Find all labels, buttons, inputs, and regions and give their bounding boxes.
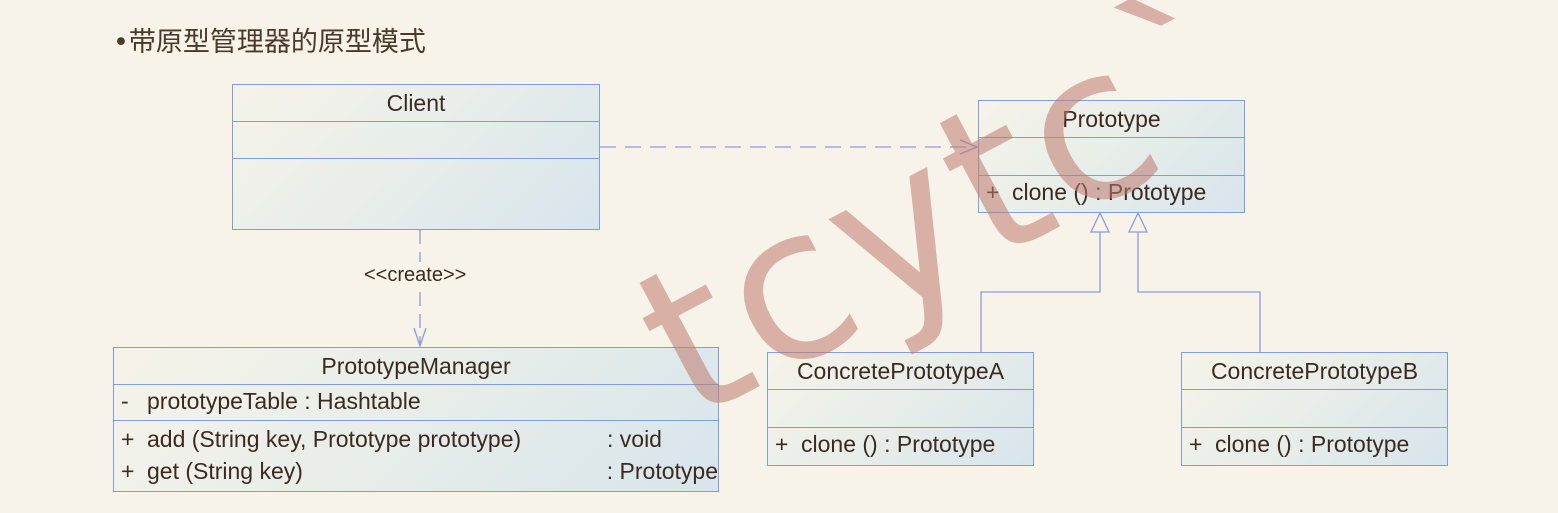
create-arrowhead <box>413 327 427 349</box>
operations-section <box>233 159 599 196</box>
operation: + get (String key) : Prototype <box>121 455 718 487</box>
class-name: Client <box>233 85 599 122</box>
dependency-arrowhead-prototype <box>959 139 979 155</box>
class-concrete-prototype-b: ConcretePrototypeB + clone () : Prototyp… <box>1181 352 1448 466</box>
class-concrete-prototype-a: ConcretePrototypeA + clone () : Prototyp… <box>767 352 1034 466</box>
class-prototype-manager: PrototypeManager - prototypeTable : Hash… <box>113 347 719 492</box>
operation-signature: get (String key) <box>146 458 303 484</box>
operation-return: : void <box>607 426 662 452</box>
operation: + clone () : Prototype <box>775 428 1033 460</box>
operation-signature: clone () <box>801 431 878 457</box>
operation-return: : Prototype <box>884 431 996 457</box>
attribute: - prototypeTable : Hashtable <box>121 385 718 417</box>
attributes-section <box>979 138 1244 176</box>
operations-section: + clone () : Prototype <box>979 176 1244 208</box>
visibility-marker: + <box>986 179 1000 205</box>
attributes-section <box>768 390 1033 428</box>
class-name: Prototype <box>979 101 1244 138</box>
operation: + clone () : Prototype <box>986 176 1244 208</box>
operations-section: + clone () : Prototype <box>1182 428 1447 460</box>
operations-section: + clone () : Prototype <box>768 428 1033 460</box>
attributes-section: - prototypeTable : Hashtable <box>114 385 718 421</box>
slide-title: •带原型管理器的原型模式 <box>113 27 426 58</box>
generalization-line-b <box>1137 232 1261 352</box>
attribute-text: prototypeTable : Hashtable <box>147 388 421 414</box>
operation-signature: clone () <box>1012 179 1089 205</box>
operation: + add (String key, Prototype prototype) … <box>121 423 718 455</box>
class-name: PrototypeManager <box>114 348 718 385</box>
visibility-marker: + <box>121 426 135 452</box>
operation-return: : Prototype <box>1298 431 1410 457</box>
attributes-section <box>1182 390 1447 428</box>
operation-return: : Prototype <box>1095 179 1207 205</box>
class-client: Client <box>232 84 600 230</box>
generalization-triangle-b <box>1127 211 1149 233</box>
visibility-marker: + <box>1189 431 1203 457</box>
operation: + clone () : Prototype <box>1189 428 1447 460</box>
operation-signature: add (String key, Prototype prototype) <box>147 426 522 452</box>
operation-signature: clone () <box>1215 431 1292 457</box>
attributes-section <box>233 122 599 159</box>
class-name: ConcretePrototypeA <box>768 353 1033 390</box>
generalization-triangle-a <box>1089 211 1111 233</box>
generalization-line-a <box>980 232 1101 352</box>
visibility-marker: + <box>775 431 789 457</box>
operation-return: : Prototype <box>606 458 718 484</box>
class-prototype: Prototype + clone () : Prototype <box>978 100 1245 213</box>
visibility-marker: + <box>121 458 135 484</box>
operations-section: + add (String key, Prototype prototype) … <box>114 421 718 487</box>
class-name: ConcretePrototypeB <box>1182 353 1447 390</box>
visibility-marker: - <box>121 388 129 414</box>
create-stereotype-label: <<create>> <box>364 264 467 286</box>
